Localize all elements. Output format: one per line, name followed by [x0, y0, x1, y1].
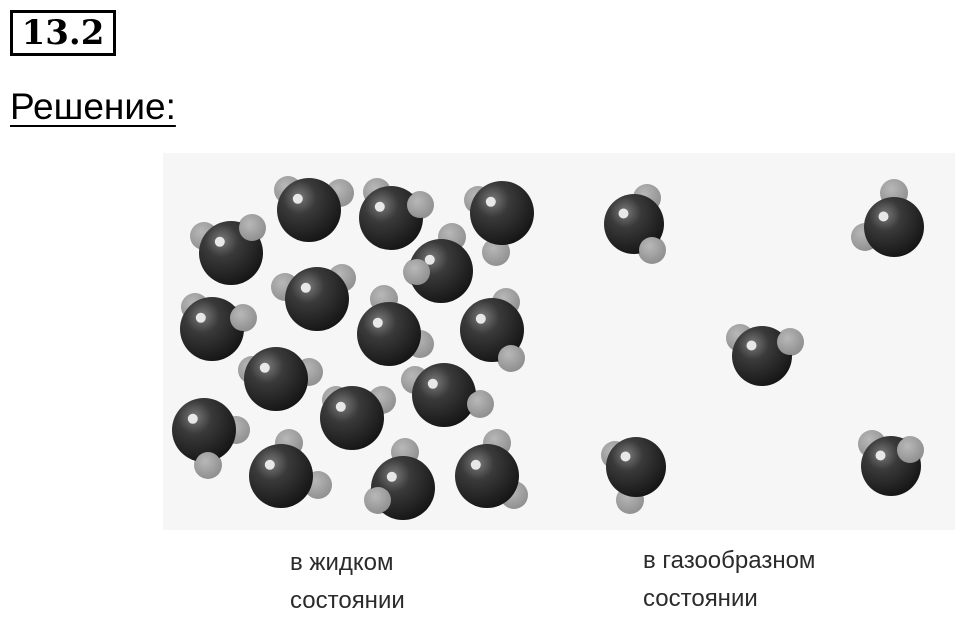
atom-highlight — [746, 340, 757, 351]
oxygen-atom — [180, 297, 244, 361]
oxygen-atom — [359, 186, 423, 250]
water-molecule — [190, 214, 266, 285]
oxygen-atom — [285, 267, 349, 331]
oxygen-atom — [455, 444, 519, 508]
hydrogen-atom — [482, 238, 510, 266]
oxygen-atom — [606, 437, 666, 497]
oxygen-atom — [864, 197, 924, 257]
water-molecule — [238, 347, 323, 411]
oxygen-atom — [244, 347, 308, 411]
water-molecule — [403, 223, 473, 303]
atom-highlight — [214, 236, 225, 247]
oxygen-atom — [732, 326, 792, 386]
water-molecule — [601, 437, 666, 514]
atom-highlight — [335, 401, 346, 412]
atom-highlight — [470, 459, 481, 470]
atom-highlight — [259, 362, 270, 373]
water-molecule — [460, 288, 525, 372]
caption-liquid: в жидком состоянии — [290, 544, 405, 620]
hydrogen-atom — [897, 437, 923, 463]
atom-highlight — [424, 254, 435, 265]
atom-highlight — [618, 208, 629, 219]
water-molecules-illustration — [172, 176, 924, 520]
water-molecule — [271, 264, 356, 331]
section-title: Решение: — [10, 86, 176, 127]
hydrogen-atom — [365, 487, 391, 513]
molecules-figure — [163, 153, 955, 530]
atom-highlight — [475, 313, 486, 324]
hydrogen-atom — [407, 192, 433, 218]
liquid-state-molecules — [172, 176, 534, 520]
caption-gas-line1: в газообразном — [643, 547, 816, 574]
atom-highlight — [292, 193, 303, 204]
atom-highlight — [372, 317, 383, 328]
atom-highlight — [878, 211, 889, 222]
water-molecule — [320, 386, 396, 450]
hydrogen-atom — [239, 215, 265, 241]
hydrogen-atom — [467, 391, 493, 417]
oxygen-atom — [357, 302, 421, 366]
oxygen-atom — [412, 363, 476, 427]
atom-highlight — [187, 413, 198, 424]
hydrogen-atom — [230, 305, 256, 331]
hydrogen-atom — [639, 237, 665, 263]
water-molecule — [726, 324, 804, 386]
atom-highlight — [300, 282, 311, 293]
gas-state-molecules — [601, 179, 924, 514]
atom-highlight — [875, 450, 886, 461]
caption-gas-line2: состоянии — [643, 585, 758, 612]
hydrogen-atom — [195, 452, 221, 478]
oxygen-atom — [409, 239, 473, 303]
atom-highlight — [386, 471, 397, 482]
water-molecule — [359, 178, 434, 250]
atom-highlight — [485, 196, 496, 207]
problem-number: 13.2 — [21, 13, 105, 53]
water-molecule — [851, 179, 924, 257]
atom-highlight — [427, 378, 438, 389]
oxygen-atom — [172, 398, 236, 462]
water-molecule — [357, 285, 434, 366]
water-molecule — [464, 181, 534, 266]
water-molecule — [364, 438, 435, 520]
water-molecule — [249, 429, 332, 508]
water-molecule — [274, 176, 354, 242]
water-molecule — [455, 429, 528, 509]
atom-highlight — [374, 201, 385, 212]
hydrogen-atom — [498, 345, 524, 371]
caption-gas: в газообразном состоянии — [643, 542, 815, 618]
oxygen-atom — [277, 178, 341, 242]
caption-liquid-line2: состоянии — [290, 587, 405, 614]
water-molecule — [180, 293, 257, 361]
hydrogen-atom — [404, 259, 430, 285]
water-molecule — [858, 430, 924, 496]
problem-number-box: 13.2 — [10, 10, 116, 56]
caption-liquid-line1: в жидком — [290, 549, 394, 576]
water-molecule — [172, 398, 250, 479]
oxygen-atom — [249, 444, 313, 508]
atom-highlight — [264, 459, 275, 470]
oxygen-atom — [320, 386, 384, 450]
water-molecule — [604, 184, 666, 264]
oxygen-atom — [470, 181, 534, 245]
hydrogen-atom — [777, 329, 803, 355]
atom-highlight — [620, 451, 631, 462]
atom-highlight — [195, 312, 206, 323]
water-molecule — [401, 363, 494, 427]
